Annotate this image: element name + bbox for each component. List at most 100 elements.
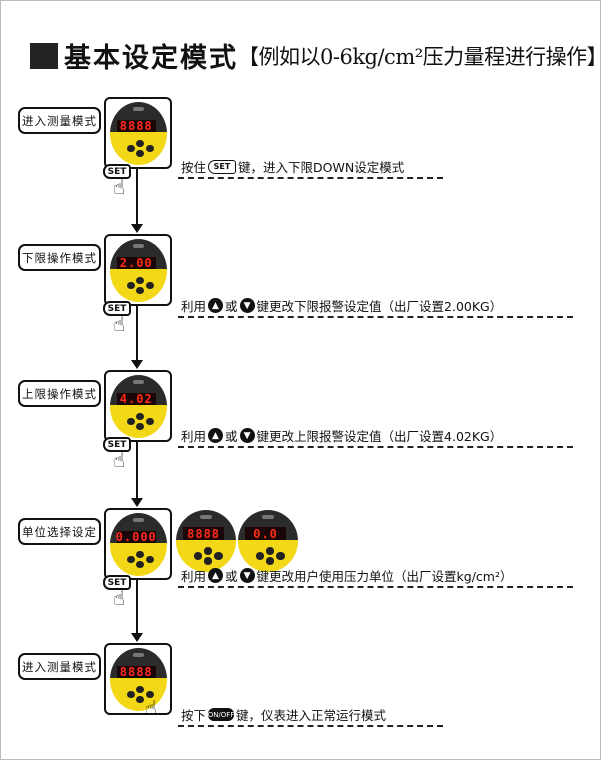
set-button[interactable]: [127, 144, 136, 153]
brand-logo: [200, 514, 212, 520]
brand-logo: [132, 244, 145, 249]
instruction-part: 或: [225, 429, 238, 444]
led-display: 0.0: [245, 527, 286, 541]
down-button[interactable]: [265, 557, 274, 565]
brand-logo: [132, 653, 145, 658]
pressure-gauge: 8888: [176, 510, 236, 572]
led-display: 8888: [116, 665, 156, 679]
set-key-badge: SET: [103, 575, 131, 590]
down-button[interactable]: [136, 149, 145, 158]
pressure-gauge: 8888: [110, 102, 167, 165]
up-button[interactable]: [203, 547, 212, 555]
title-subtitle: 【例如以0-6kg/cm²压力量程进行操作】: [238, 44, 601, 69]
step-label: 进入测量模式: [18, 653, 101, 680]
instruction-text: 利用▲或▼键更改用户使用压力单位（出厂设置kg/cm²）: [181, 566, 512, 585]
up-arrow-icon: ▲: [208, 568, 224, 583]
pointing-hand-icon: ☝: [113, 448, 126, 472]
flow-arrow-icon: [131, 224, 143, 233]
down-arrow-icon: ▼: [239, 298, 255, 313]
device-box: 4.02: [104, 370, 172, 442]
onoff-button[interactable]: [276, 552, 285, 560]
step-label: 上限操作模式: [18, 380, 101, 407]
instruction-text: 利用▲或▼键更改下限报警设定值（出厂设置2.00KG）: [181, 296, 502, 315]
instruction-part: 按住: [181, 160, 207, 175]
device-box: 0.000: [104, 508, 172, 580]
set-key-badge: SET: [103, 164, 131, 179]
set-button[interactable]: [256, 552, 265, 560]
instruction-part: 或: [225, 299, 238, 314]
instruction-part: 或: [225, 569, 238, 584]
down-arrow-icon: ▼: [239, 568, 255, 583]
set-button[interactable]: [194, 552, 203, 560]
device-box: 8888: [104, 97, 172, 169]
onoff-button[interactable]: [214, 552, 223, 560]
set-key-icon: SET: [208, 159, 237, 174]
instruction-part: 键，进入下限DOWN设定模式: [238, 160, 405, 175]
down-button[interactable]: [136, 695, 145, 704]
down-button[interactable]: [203, 557, 212, 565]
pointing-hand-icon: ☝: [113, 586, 126, 610]
down-button[interactable]: [136, 560, 145, 569]
instruction-part: 键更改用户使用压力单位（出厂设置kg/cm²）: [256, 569, 513, 584]
pressure-gauge: 4.02: [110, 375, 167, 438]
up-button[interactable]: [136, 550, 145, 559]
step-label: 下限操作模式: [18, 244, 101, 271]
flow-arrow-icon: [131, 633, 143, 642]
instruction-part: 利用: [181, 569, 207, 584]
device-box: 8888: [104, 643, 172, 715]
set-button[interactable]: [127, 281, 136, 290]
instruction-part: 按下: [181, 708, 207, 723]
up-button[interactable]: [265, 547, 274, 555]
onoff-button[interactable]: [146, 417, 155, 426]
dashed-underline: [178, 586, 573, 588]
brand-logo: [132, 107, 145, 112]
instruction-part: 利用: [181, 429, 207, 444]
down-button[interactable]: [136, 422, 145, 431]
pressure-gauge: 0.000: [110, 513, 167, 576]
step-label: 单位选择设定: [18, 518, 101, 545]
title-square-icon: [30, 42, 58, 69]
dashed-underline: [178, 316, 573, 318]
device-box: 2.00: [104, 234, 172, 306]
down-button[interactable]: [136, 286, 145, 295]
title-main: 基本设定模式: [64, 43, 238, 74]
set-button[interactable]: [127, 690, 136, 699]
onoff-button[interactable]: [146, 144, 155, 153]
instruction-part: 键更改上限报警设定值（出厂设置4.02KG）: [256, 429, 503, 444]
dashed-underline: [178, 725, 443, 727]
flow-arrow-icon: [131, 360, 143, 369]
led-display: 2.00: [116, 256, 156, 270]
pressure-gauge: 2.00: [110, 239, 167, 302]
onoff-button[interactable]: [146, 690, 155, 699]
up-button[interactable]: [136, 276, 145, 285]
set-button[interactable]: [127, 555, 136, 564]
up-button[interactable]: [136, 139, 145, 148]
up-button[interactable]: [136, 412, 145, 421]
pointing-hand-icon: ☝: [113, 175, 126, 199]
brand-logo: [262, 514, 274, 520]
led-display: 8888: [116, 119, 156, 133]
page-title: 基本设定模式 【例如以0-6kg/cm²压力量程进行操作】: [30, 36, 601, 75]
set-button[interactable]: [127, 417, 136, 426]
onoff-key-icon: ON/OFF: [208, 708, 234, 721]
onoff-button[interactable]: [146, 555, 155, 564]
up-button[interactable]: [136, 685, 145, 694]
instruction-part: 键更改下限报警设定值（出厂设置2.00KG）: [256, 299, 503, 314]
onoff-button[interactable]: [146, 281, 155, 290]
flow-connector: [136, 306, 138, 362]
pointing-hand-icon: ☝: [113, 312, 126, 336]
dashed-underline: [178, 177, 443, 179]
alt-display-gauge: 0.0: [238, 510, 298, 572]
set-key-badge: SET: [103, 301, 131, 316]
pointing-hand-icon: ☝: [145, 696, 158, 720]
up-arrow-icon: ▲: [208, 428, 224, 443]
brand-logo: [132, 518, 145, 523]
step-label: 进入测量模式: [18, 107, 101, 134]
down-arrow-icon: ▼: [239, 428, 255, 443]
flow-connector: [136, 442, 138, 500]
pressure-gauge: 0.0: [238, 510, 298, 572]
